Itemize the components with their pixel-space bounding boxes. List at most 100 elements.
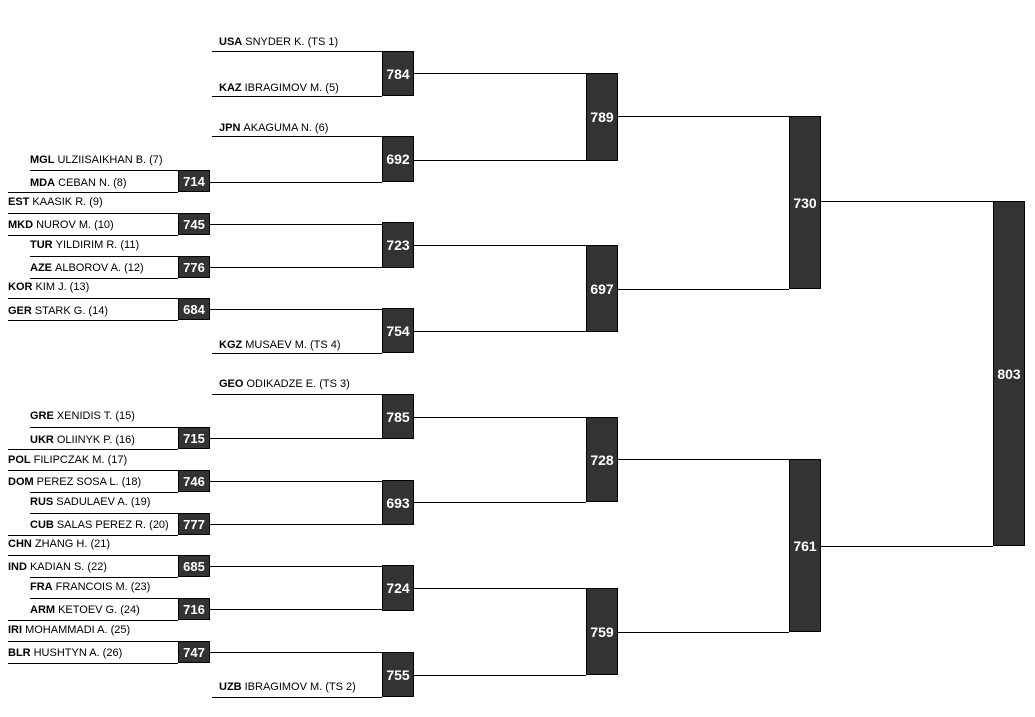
athlete-name: PEREZ SOSA L. (18) (36, 476, 142, 488)
athlete-country-code: DOM (8, 476, 34, 488)
bout-box-685[interactable]: 685 (178, 555, 210, 577)
bracket-line (8, 641, 178, 642)
bout-box-747[interactable]: 747 (178, 641, 210, 663)
bracket-line (30, 492, 178, 493)
bout-box-761[interactable]: 761 (789, 459, 821, 632)
bout-box-777[interactable]: 777 (178, 513, 210, 535)
bout-box-755[interactable]: 755 (382, 652, 414, 697)
bracket-line (414, 160, 586, 161)
bout-box-684[interactable]: 684 (178, 298, 210, 320)
bracket-line (8, 298, 178, 299)
athlete-country-code: IND (8, 561, 27, 573)
bout-box-723[interactable]: 723 (382, 222, 414, 268)
bout-box-715[interactable]: 715 (178, 427, 210, 449)
bout-box-789[interactable]: 789 (586, 73, 618, 161)
athlete-name: ODIKADZE E. (TS 3) (246, 378, 350, 390)
athlete-country-code: GER (8, 305, 32, 317)
bout-box-784[interactable]: 784 (382, 51, 414, 96)
bracket-line (30, 577, 178, 578)
bout-box-776[interactable]: 776 (178, 256, 210, 278)
bracket-line (414, 331, 586, 332)
bracket-line (8, 192, 178, 193)
bout-box-697[interactable]: 697 (586, 245, 618, 332)
bout-box-693[interactable]: 693 (382, 480, 414, 525)
athlete-name: ALBOROV A. (12) (55, 262, 144, 274)
bracket-line (414, 245, 586, 246)
bout-box-692[interactable]: 692 (382, 136, 414, 182)
athlete-name: ZHANG H. (21) (34, 538, 111, 550)
bout-box-746[interactable]: 746 (178, 470, 210, 492)
bout-box-803[interactable]: 803 (993, 201, 1025, 546)
athlete-name: FRANCOIS M. (23) (55, 581, 151, 593)
athlete-country-code: FRA (30, 581, 53, 593)
bout-box-759[interactable]: 759 (586, 588, 618, 675)
bout-box-730[interactable]: 730 (789, 116, 821, 289)
bracket-line (618, 116, 789, 117)
bracket-line (414, 675, 586, 676)
athlete-name: KIM J. (13) (35, 281, 90, 293)
athlete-country-code: EST (8, 196, 30, 208)
athlete-name: CEBAN N. (8) (58, 177, 127, 189)
athlete-name: ULZIISAIKHAN B. (7) (57, 154, 163, 166)
bracket-line (8, 555, 178, 556)
bracket-line (821, 201, 993, 202)
bout-box-716[interactable]: 716 (178, 598, 210, 620)
athlete-name: KETOEV G. (24) (58, 604, 140, 616)
bracket-line (414, 417, 586, 418)
bracket-line (210, 609, 382, 610)
athlete-name: SNYDER K. (TS 1) (245, 36, 339, 48)
athlete-name: IBRAGIMOV M. (TS 2) (244, 681, 356, 693)
bout-box-714[interactable]: 714 (178, 170, 210, 192)
bout-box-724[interactable]: 724 (382, 565, 414, 611)
bracket-line (212, 136, 382, 137)
bracket-line (210, 481, 382, 482)
bracket-line (821, 546, 993, 547)
bracket-line (210, 267, 382, 268)
bracket-line (8, 470, 178, 471)
bracket-line (212, 394, 382, 395)
bracket-line (8, 620, 178, 621)
bracket-line (30, 598, 178, 599)
bracket-line (414, 588, 586, 589)
bracket-line (30, 513, 178, 514)
athlete-country-code: MKD (8, 219, 34, 231)
bracket-line (8, 449, 178, 450)
athlete-country-code: CUB (30, 519, 54, 531)
bracket-line (210, 566, 382, 567)
bout-box-754[interactable]: 754 (382, 308, 414, 353)
athlete-name: AKAGUMA N. (6) (243, 122, 329, 134)
athlete-name: KAASIK R. (9) (32, 196, 103, 208)
bout-box-785[interactable]: 785 (382, 394, 414, 439)
bracket-line (212, 51, 382, 52)
bout-box-745[interactable]: 745 (178, 213, 210, 235)
athlete-country-code: UZB (219, 681, 242, 693)
bout-box-728[interactable]: 728 (586, 417, 618, 502)
